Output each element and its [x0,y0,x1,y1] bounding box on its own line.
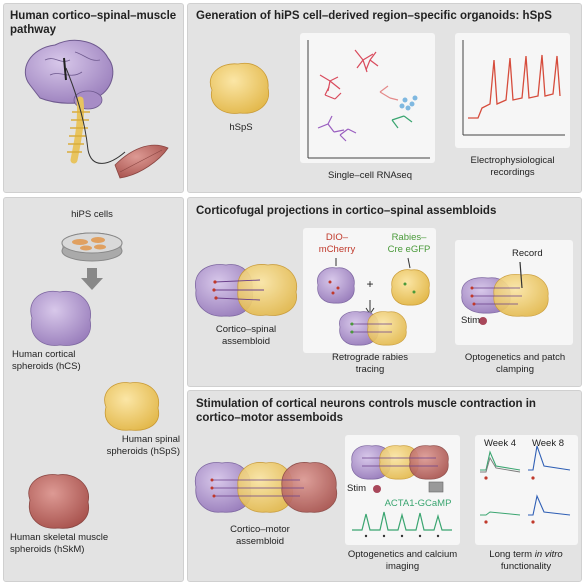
ephys-label: Electrophysiological recordings [470,155,555,178]
corticomotor-assembloid [194,462,338,513]
longterm-suffix: functionality [500,561,552,572]
week4-label: Week 4 [483,438,517,449]
spinal-cord-illustration [65,67,126,164]
hcs-label: Human cortical spheroids (hCS) [12,349,81,372]
generation-title: Generation of hiPS cell–derived region–s… [196,10,552,22]
longterm-italic: in vitro [534,549,563,560]
calcium-diagram [351,445,452,538]
rnaseq-plot [307,40,430,159]
longterm-inset [475,435,578,545]
corticospinal-assembloid-label: Cortico–spinal assembloid [215,324,277,347]
hskm-label: Human skeletal muscle spheroids (hSkM) [10,532,109,555]
hcs-spheroid [30,290,91,346]
muscle-illustration [114,144,169,179]
optocalcium-label: Optogenetics and calcium imaging [347,549,458,572]
hsps-organoid [209,62,270,114]
hskm-spheroid [28,474,89,529]
hsps-label: hSpS [229,122,253,133]
petri-dish [61,232,123,262]
ephys-trace [462,40,565,136]
optopatch-label: Optogenetics and patch clamping [464,352,566,375]
gcamp-label: ACTA1-GCaMP [384,498,452,509]
stim-label-calcium: Stim [347,483,366,494]
record-label: Record [512,248,543,259]
plus-sign: + [366,277,374,291]
longterm-prefix: Long term [489,549,533,560]
stimulation-title: Stimulation of cortical neurons controls… [196,398,536,424]
hsps-spheroid-label: Human spinal spheroids (hSpS) [106,434,180,457]
corticospinal-assembloid [195,264,298,317]
rnaseq-label: Single–cell RNAseq [328,170,412,181]
down-arrow [81,268,103,290]
stim-label-optopatch: Stim [461,315,480,326]
longterm-label: Long term in vitro functionality [470,549,582,573]
corticofugal-title: Corticofugal projections in cortico–spin… [196,205,497,217]
hsps-spheroid [104,382,160,431]
dio-mcherry-label: DIO– mCherry [318,232,356,255]
pathway-title: Human cortico–spinal–muscle pathway [10,10,177,36]
tracing-diagram [317,257,430,346]
optopatch-diagram [461,261,549,325]
week8-label: Week 8 [531,438,565,449]
tracing-label: Retrograde rabies tracing [331,352,409,375]
longterm-traces [480,445,571,524]
hips-label: hiPS cells [71,209,113,220]
rabies-egfp-label: Rabies–Cre eGFP [387,232,431,255]
corticomotor-assembloid-label: Cortico–motor assembloid [230,524,290,547]
